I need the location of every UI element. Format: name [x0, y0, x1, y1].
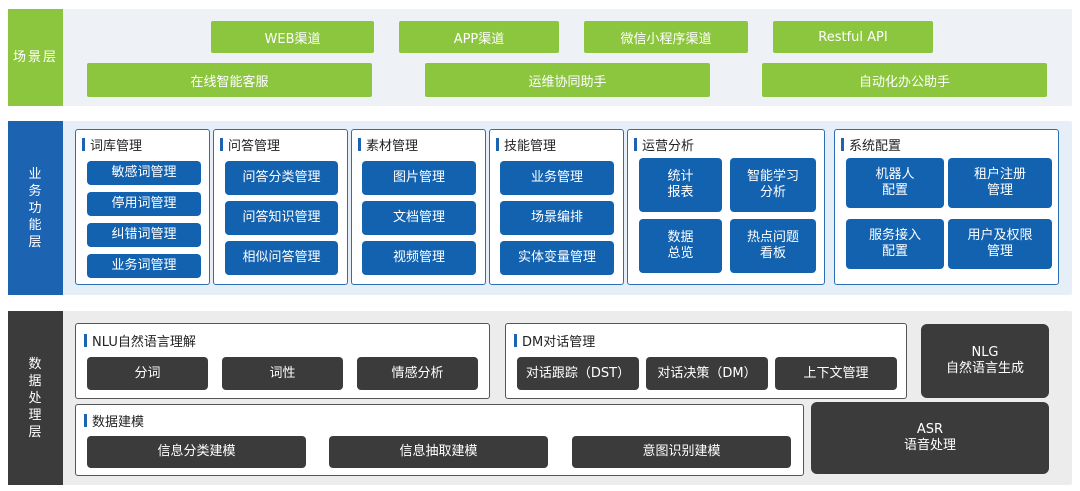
skills-business: 业务管理 [500, 161, 614, 195]
panel-skills-title: 技能管理 [496, 135, 616, 154]
panel-materials-title: 素材管理 [358, 135, 478, 154]
panel-operations-title: 运营分析 [634, 135, 814, 154]
ops-hot-questions: 热点问题 看板 [730, 219, 816, 273]
lexicon-correction: 纠错词管理 [87, 223, 201, 247]
panel-system-title: 系统配置 [841, 135, 1041, 154]
channel-app: APP渠道 [399, 21, 559, 53]
panel-lexicon-title: 词库管理 [82, 135, 202, 154]
modeling-extraction: 信息抽取建模 [329, 436, 548, 468]
ops-smart-learning: 智能学习 分析 [730, 158, 816, 212]
materials-images: 图片管理 [362, 161, 476, 195]
panel-modeling-title: 数据建模 [84, 411, 384, 430]
ops-statistics-report: 统计 报表 [639, 158, 722, 212]
dm-dialogue-decision: 对话决策（DM） [646, 357, 768, 390]
system-user-permissions: 用户及权限 管理 [948, 219, 1052, 269]
nlg-block: NLG 自然语言生成 [921, 324, 1049, 398]
panel-nlu-title: NLU自然语言理解 [84, 331, 384, 350]
assistant-office-automation: 自动化办公助手 [762, 63, 1047, 97]
asr-block: ASR 语音处理 [811, 402, 1049, 474]
qa-similar: 相似问答管理 [225, 241, 338, 275]
assistant-ops-collab: 运维协同助手 [425, 63, 710, 97]
materials-videos: 视频管理 [362, 241, 476, 275]
system-robot-config: 机器人 配置 [846, 158, 944, 208]
system-service-access: 服务接入 配置 [846, 219, 944, 269]
panel-qa-title: 问答管理 [220, 135, 340, 154]
channel-web: WEB渠道 [211, 21, 374, 53]
scene-layer-label: 场景层 [8, 9, 63, 106]
ops-data-overview: 数据 总览 [639, 219, 722, 273]
qa-knowledge: 问答知识管理 [225, 201, 338, 235]
assistant-online-service: 在线智能客服 [87, 63, 372, 97]
skills-entity-variables: 实体变量管理 [500, 241, 614, 275]
data-layer-label-text: 数据处理层 [28, 356, 44, 440]
panel-dm-title: DM对话管理 [514, 331, 814, 350]
materials-docs: 文档管理 [362, 201, 476, 235]
nlu-pos: 词性 [222, 357, 343, 390]
skills-scene-orchestration: 场景编排 [500, 201, 614, 235]
lexicon-sensitive: 敏感词管理 [87, 161, 201, 185]
nlu-tokenization: 分词 [87, 357, 208, 390]
qa-category: 问答分类管理 [225, 161, 338, 195]
modeling-classification: 信息分类建模 [87, 436, 306, 468]
dm-dialogue-tracking: 对话跟踪（DST） [517, 357, 639, 390]
dm-context: 上下文管理 [775, 357, 897, 390]
business-layer-label: 业务功能层 [8, 121, 63, 295]
system-tenant-registration: 租户注册 管理 [948, 158, 1052, 208]
lexicon-stopword: 停用词管理 [87, 192, 201, 216]
channel-wechat-miniprogram: 微信小程序渠道 [584, 21, 748, 53]
data-layer-label: 数据处理层 [8, 311, 63, 485]
channel-restful-api: Restful API [773, 21, 933, 53]
modeling-intent: 意图识别建模 [572, 436, 791, 468]
business-layer-label-text: 业务功能层 [28, 166, 44, 250]
nlu-sentiment: 情感分析 [357, 357, 478, 390]
lexicon-business: 业务词管理 [87, 254, 201, 278]
